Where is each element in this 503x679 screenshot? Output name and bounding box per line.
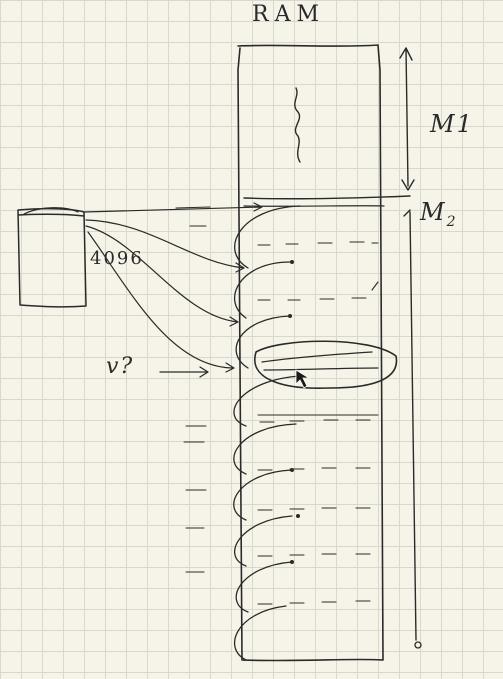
margin-strokes [175, 206, 211, 573]
m2-extent-line [403, 209, 417, 641]
loop-dots [288, 260, 300, 564]
question-label: v? [106, 354, 135, 379]
m1-arrow [399, 47, 415, 191]
page-table-row [23, 207, 79, 215]
region-m2-sub: 2 [446, 213, 458, 230]
region-m2-base: M [420, 198, 447, 226]
left-loop-curves [233, 205, 301, 661]
region-m1-label: M1 [430, 110, 474, 138]
mapping-arrows [83, 202, 263, 373]
question-arrow [159, 366, 209, 378]
highlighted-page-oval [253, 340, 398, 389]
ram-column [237, 44, 384, 662]
page-table-box [17, 207, 87, 308]
m1-m2-boundary [243, 195, 411, 200]
cursor-icon [295, 369, 311, 389]
m2-end-mark [414, 641, 422, 649]
boundary-stroke [243, 205, 385, 207]
page-slot-lines [257, 241, 379, 605]
region-m2-label: M2 [420, 198, 458, 230]
ram-title: RAM [252, 2, 325, 27]
highlighted-page-inner [261, 351, 379, 371]
m1-squiggle [294, 87, 301, 163]
